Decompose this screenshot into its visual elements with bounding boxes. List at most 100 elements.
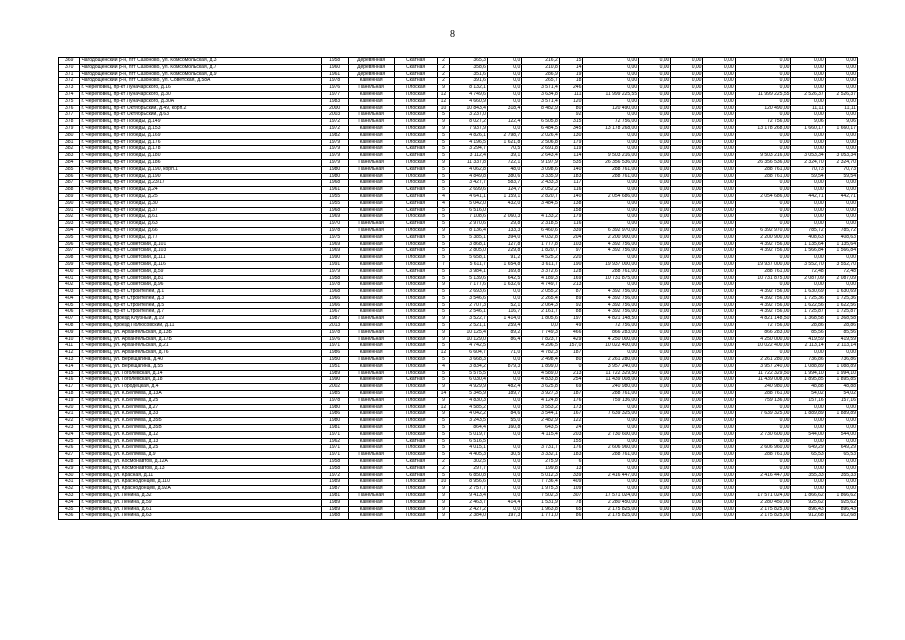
cell-address: г. Череповец, пр-кт Советский, д.111 — [79, 254, 322, 262]
cell-cost-fund-2: 0,00 — [734, 63, 792, 72]
cell-row-number: 422 — [57, 417, 81, 426]
cell-cost-fund-2: 0,00 — [734, 97, 792, 106]
cell-address: г. Череповец, ул. Краснодонцев, д.92А — [79, 485, 322, 493]
cell-non-residential-area: 0,0 — [486, 376, 523, 385]
cell-cost-owners: 0,00 — [702, 410, 736, 419]
cell-non-residential-area: 0,0 — [486, 288, 523, 296]
cell-unit-cost: 408,63 — [790, 233, 826, 242]
cell-total-cost: 17 571 024,00 — [582, 492, 640, 500]
cell-cost-region: 0,00 — [670, 97, 704, 106]
cell-cost-region: 0,00 — [670, 485, 704, 493]
cell-max-unit-cost: 0,00 — [824, 199, 859, 208]
cell-total-cost: 0,00 — [582, 464, 640, 473]
cell-cost-region: 0,00 — [670, 165, 704, 174]
cell-wall-material: Каменная — [347, 308, 395, 317]
cell-cost-fund-2: 11 439 008,00 — [734, 376, 792, 385]
cell-row-number: 409 — [57, 328, 81, 337]
cell-year-built: 1968 — [320, 206, 349, 215]
cell-non-residential-area: 48,0 — [486, 165, 523, 174]
cell-total-cost: 4 250 000,00 — [582, 335, 640, 344]
cell-cost-fund-2: 0,00 — [734, 111, 792, 120]
cell-row-number: 402 — [57, 281, 81, 290]
cell-cost-fund-2: 13 178 268,00 — [734, 124, 792, 133]
cell-address: г. Череповец, ул. К.Беляева, д.13 — [79, 437, 322, 446]
cell-cost-fund: 0,00 — [638, 485, 672, 493]
cell-non-residential-area: 169,8 — [486, 267, 523, 276]
cell-residents: 19 — [558, 70, 584, 79]
cell-wall-material: Каменная — [347, 104, 395, 113]
cell-cost-region: 0,00 — [670, 118, 704, 126]
cell-cost-fund-2: 4 821 148,50 — [734, 315, 792, 324]
cell-address: г. Череповец, пр-кт Строителей, д.3 — [79, 294, 322, 303]
cell-unit-cost: 0,00 — [790, 417, 826, 426]
cell-total-cost: 4 821 148,50 — [582, 315, 640, 324]
cell-wall-material: Каменная — [347, 206, 395, 215]
cell-cost-fund: 0,00 — [638, 226, 672, 235]
cell-cost-fund-2: 866 283,00 — [734, 328, 792, 337]
cell-cost-owners: 0,00 — [702, 328, 736, 337]
cell-residents: 65 — [558, 505, 584, 514]
cell-floors: 9 — [436, 505, 451, 514]
cell-year-built: 1958 — [320, 274, 349, 283]
cell-wall-material: Каменная — [347, 192, 395, 201]
cell-cost-fund-2: 120 490,00 — [734, 104, 792, 113]
cell-wall-material: Каменная — [347, 247, 395, 256]
cell-cost-fund: 0,00 — [638, 63, 672, 72]
cell-non-residential-area: 0,0 — [486, 356, 523, 364]
cell-floors: 2 — [436, 57, 451, 65]
cell-unit-cost: 11,11 — [790, 104, 826, 113]
cell-address: г. Череповец, ул. Архангельская, д.17Б — [79, 335, 322, 344]
cell-non-residential-area: 91,2 — [486, 254, 523, 262]
cell-total-cost: 72 756,00 — [582, 322, 640, 330]
cell-row-number: 426 — [57, 444, 81, 453]
cell-row-number: 431 — [57, 478, 81, 487]
cell-roof-type: Скатная — [393, 376, 438, 385]
cell-total-area: 7 108,6 — [449, 213, 488, 222]
cell-unit-cost: 1 895,85 — [790, 376, 826, 385]
cell-row-number: 369 — [57, 57, 81, 65]
cell-residents: 122 — [558, 417, 584, 426]
cell-year-built: 2002 — [320, 383, 349, 392]
cell-max-unit-cost: 2 526,37 — [824, 90, 859, 99]
cell-cost-region: 0,00 — [670, 206, 704, 215]
cell-total-area: 2 707,3 — [449, 301, 488, 310]
cell-residential-area: 4 133,2 — [521, 213, 560, 222]
cell-address: г. Череповец, пр-кт Советский, д.96 — [79, 281, 322, 290]
cell-row-number: 385 — [57, 165, 81, 174]
cell-floors: 5 — [436, 342, 451, 351]
cell-total-area: 11 337,8 — [449, 158, 488, 167]
cell-floors: 9 — [436, 396, 451, 405]
cell-wall-material: Каменная — [347, 213, 395, 222]
cell-unit-cost: 59,54 — [790, 172, 826, 181]
cell-year-built: 1972 — [320, 471, 349, 480]
cell-cost-owners: 0,00 — [702, 172, 736, 181]
cell-cost-owners: 0,00 — [702, 301, 736, 310]
cell-row-number: 416 — [57, 376, 81, 385]
cell-year-built: 1972 — [320, 124, 349, 133]
cell-cost-fund-2: 19 937 000,00 — [734, 260, 792, 269]
cell-non-residential-area: 0,0 — [486, 63, 523, 72]
cell-roof-type: Плоская — [393, 342, 438, 351]
cell-row-number: 418 — [57, 390, 81, 398]
cell-max-unit-cost: 0,00 — [824, 213, 859, 222]
cell-residents: 307 — [558, 492, 584, 500]
cell-total-area: 365,3 — [449, 57, 488, 65]
cell-wall-material: Каменная — [347, 342, 395, 351]
cell-floors: 5 — [436, 430, 451, 439]
cell-unit-cost: 0,00 — [790, 478, 826, 487]
cell-cost-fund: 0,00 — [638, 301, 672, 310]
cell-total-cost: 0,00 — [582, 417, 640, 426]
cell-residential-area: 2 318,5 — [521, 220, 560, 228]
cell-total-area: 6 850,8 — [449, 471, 488, 480]
cell-cost-owners: 0,00 — [702, 362, 736, 371]
cell-floors: 10 — [436, 104, 451, 113]
cell-year-built: 1979 — [320, 145, 349, 154]
cell-cost-owners: 0,00 — [702, 288, 736, 296]
cell-cost-owners: 0,00 — [702, 437, 736, 446]
cell-max-unit-cost: 48,88 — [824, 383, 859, 392]
cell-non-residential-area: 432,0 — [486, 199, 523, 208]
